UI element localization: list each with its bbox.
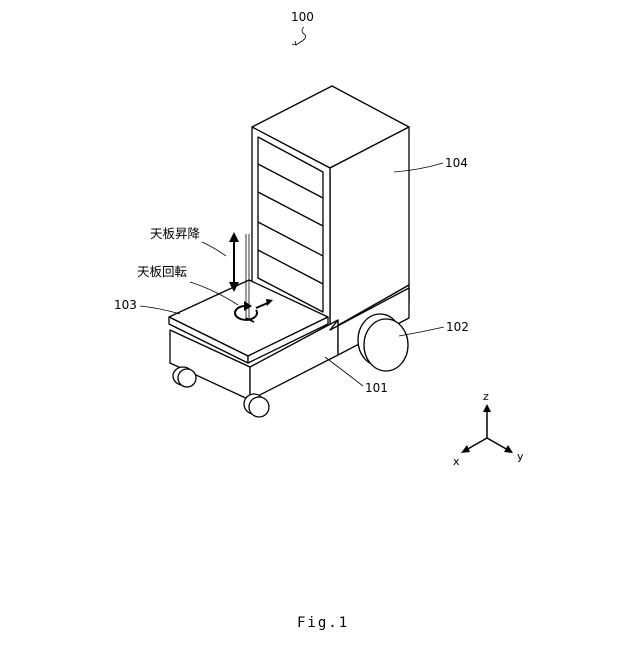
ref-arrowhead-100 (292, 41, 296, 45)
ref-arrow-100 (296, 27, 306, 45)
axis-label-x: x (453, 455, 460, 468)
axis-label-z: z (483, 390, 489, 403)
leader-101 (325, 357, 363, 386)
label-lift: 天板昇降 (150, 226, 201, 241)
lift-arrow (229, 232, 239, 292)
ref-label-104: 104 (445, 156, 468, 170)
figure-caption: Fig.1 (297, 615, 349, 631)
leader-lift (202, 242, 226, 256)
ref-label-102: 102 (446, 320, 469, 334)
ref-label-101: 101 (365, 381, 388, 395)
ref-label-100: 100 (291, 10, 314, 24)
caster-front (244, 394, 269, 417)
label-rotate: 天板回転 (137, 264, 188, 279)
axis-triad (461, 404, 513, 453)
leader-103 (140, 306, 180, 314)
leader-102 (399, 327, 444, 336)
axis-label-y: y (517, 450, 524, 463)
ref-label-103: 103 (114, 298, 137, 312)
